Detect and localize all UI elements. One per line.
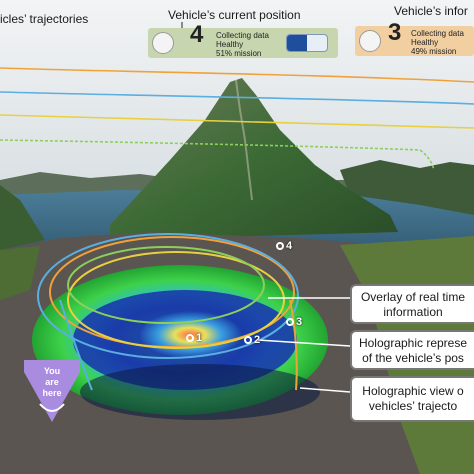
vehicle-status-lines: Collecting data Healthy 51% mission: [216, 31, 269, 58]
you-are-here-marker: [24, 360, 80, 422]
leader-trajectories: [299, 387, 351, 393]
vehicle-marker-label: 3: [296, 316, 303, 328]
here-line: You: [43, 366, 61, 376]
vehicle-marker-4[interactable]: 4: [276, 240, 298, 254]
trajectory-line-yellow: [0, 114, 474, 129]
hologram-shadow: [80, 364, 320, 420]
status-line: Collecting data: [411, 29, 464, 38]
trajectory-line-blue: [0, 91, 474, 105]
trajectory-curtain-right: [289, 299, 298, 391]
callout-line: vehicles’ trajecto: [368, 399, 458, 413]
callout-line: of the vehicle’s pos: [362, 351, 464, 365]
drone-icon: [286, 318, 294, 327]
battery-level: [287, 35, 308, 51]
trajectory-line-green-drop: [419, 149, 435, 171]
leader-position: [257, 339, 351, 347]
left-cliff: [0, 185, 45, 250]
mission-line: 49% mission: [411, 47, 457, 56]
battery-icon: [286, 34, 328, 52]
health-line: Healthy: [411, 38, 439, 47]
drone-icon: [186, 334, 194, 343]
drone-icon: [244, 336, 252, 345]
drone-icon: [359, 30, 381, 52]
callout-trajectories: Holographic view o vehicles’ trajecto: [350, 376, 474, 422]
trajectory-curtain-left: [59, 299, 93, 391]
callout-line: Holographic represe: [358, 336, 468, 350]
callout-line: Overlay of real time: [360, 290, 466, 304]
vehicle-info-title: Vehicle’s infor: [394, 4, 468, 18]
vehicle-marker-label: 2: [254, 334, 261, 346]
trajectory-line-orange: [0, 67, 474, 83]
callout-line: Holographic view o: [362, 384, 464, 398]
here-line: are: [45, 377, 59, 387]
vehicle-marker-2[interactable]: 2: [244, 334, 266, 348]
drone-icon: [276, 242, 284, 251]
callout-vehicle-position: Holographic represe of the vehicle’s pos: [350, 330, 474, 370]
vehicle-marker-label: 4: [286, 240, 293, 252]
trajectory-line-green: [0, 139, 421, 151]
orbit-yellow: [67, 251, 285, 349]
vehicle-marker-3[interactable]: 3: [286, 316, 308, 330]
health-line: Healthy: [216, 40, 244, 49]
callout-overlay-info: Overlay of real time information: [350, 284, 474, 324]
callout-line: information: [383, 305, 443, 319]
vehicle-marker-label: 1: [196, 332, 203, 344]
you-are-here-label: You are here: [24, 366, 80, 399]
orbit-blue: [37, 233, 299, 359]
vehicle-status-lines: Collecting data Healthy 49% mission: [411, 29, 464, 56]
mission-line: 51% mission: [216, 49, 262, 58]
vehicle-number: 4: [190, 21, 204, 48]
volcano-mountain: [110, 78, 398, 240]
vehicle-4-status-card[interactable]: 4 Collecting data Healthy 51% mission: [148, 21, 338, 58]
trajectories-title: icles’ trajectories: [0, 12, 89, 26]
status-line: Collecting data: [216, 31, 269, 40]
grass-patch-left: [0, 246, 40, 300]
vehicle-number: 3: [388, 19, 402, 46]
mountain-ridge: [235, 79, 253, 201]
drone-icon: [152, 32, 174, 54]
vehicle-3-status-card[interactable]: 3 Collecting data Healthy 49% mission: [355, 19, 474, 56]
current-position-title: Vehicle’s current position: [168, 8, 301, 22]
orbit-green: [67, 246, 265, 324]
vehicle-marker-1[interactable]: 1: [186, 332, 208, 346]
here-line: here: [42, 388, 62, 398]
you-are-here-smile-icon: [39, 403, 65, 412]
